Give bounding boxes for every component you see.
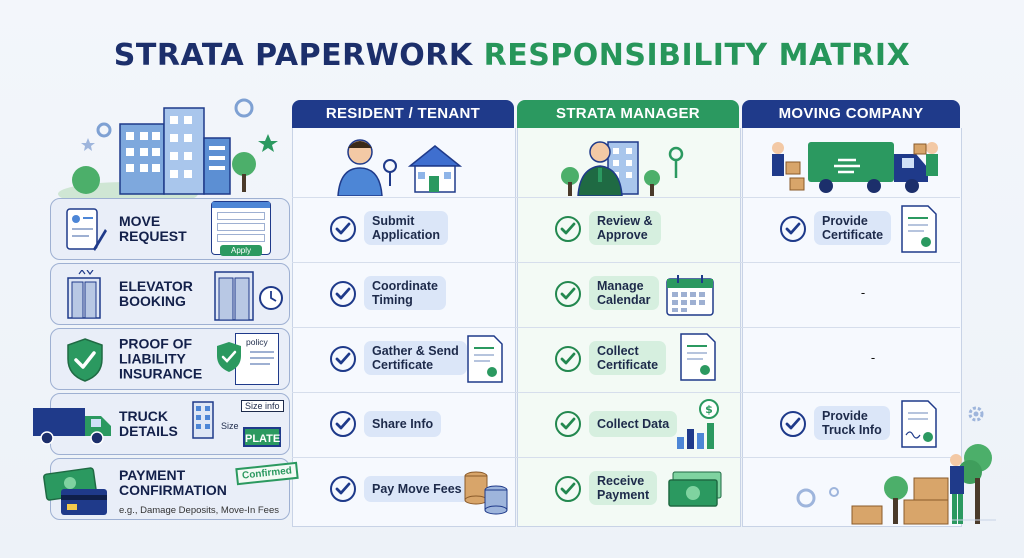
money-card-icon [43,467,107,515]
building-illustration-icon [58,98,278,198]
form-pen-icon [66,208,107,251]
title-part-1: STRATA PAPERWORK [113,38,473,73]
check-icon [555,216,581,242]
policy-document-icon: policy [235,333,279,385]
apply-button: Apply [220,245,262,256]
title-part-2: RESPONSIBILITY MATRIX [483,38,911,73]
size-info-label: Size info [241,400,284,412]
responsibility-chip: Collect Data [589,411,678,437]
confirmed-stamp: Confirmed [235,461,299,486]
row-label-subtitle: e.g., Damage Deposits, Move-In Fees [119,505,279,516]
row-label-line: PROOF OF [119,335,193,352]
svg-text:$: $ [705,403,713,416]
row-label-line: PAYMENT [119,467,186,483]
cell-manager-truck-details: Collect Data $ [517,393,739,455]
row-label-line: LIABILITY [119,350,186,367]
building-size-icon [192,401,214,439]
cash-bills-icon [668,471,722,507]
cell-manager-move-request: Review &Approve [517,198,739,260]
certificate-document-icon [680,333,716,381]
check-icon [780,411,806,437]
responsibility-chip: Pay Move Fees [364,476,470,502]
cell-resident-payment: Pay Move Fees [292,458,514,520]
shield-check-icon [67,338,103,382]
row-divider [292,197,960,198]
row-label-line: CONFIRMATION [119,482,227,498]
cell-resident-truck-details: Share Info [292,393,514,455]
responsibility-chip: Share Info [364,411,442,437]
row-label-line: ELEVATOR [119,278,193,294]
row-label-elevator-booking: ELEVATOR BOOKING [50,263,290,325]
manager-building-keys-icon [561,141,684,196]
row-label-line: BOOKING [119,293,186,309]
check-icon [330,216,356,242]
row-label-line: DETAILS [119,423,178,439]
check-icon [780,216,806,242]
column-header-moving-company: MOVING COMPANY [742,100,960,128]
certificate-document-icon [901,205,937,253]
not-applicable-dash: - [860,285,866,300]
check-icon [555,281,581,307]
row-label-line: MOVE [119,213,161,229]
page-title: STRATA PAPERWORK RESPONSIBILITY MATRIX [0,38,1024,73]
movers-trees-illustration-icon [796,444,996,525]
not-applicable-dash: - [870,350,876,365]
row-label-line: TRUCK [119,408,168,424]
cell-mover-liability-insurance: - [742,328,964,390]
column-header-strata-manager: STRATA MANAGER [517,100,739,128]
small-shield-icon [217,342,241,372]
certificate-document-icon [467,335,503,383]
row-label-truck-details: TRUCK DETAILS Size Size info PLATE [33,393,290,455]
check-icon [555,476,581,502]
elevator-icon [67,270,101,319]
cell-mover-elevator-booking: - [742,263,964,325]
truck-icon [33,408,111,445]
license-plate: PLATE [243,427,281,447]
size-label: Size [221,421,239,431]
moving-truck-movers-icon [772,142,938,193]
row-label-payment-confirmation: PAYMENT CONFIRMATION e.g., Damage Deposi… [43,458,299,520]
policy-label: policy [246,337,268,347]
resident-house-keys-icon [337,139,463,196]
check-icon [330,281,356,307]
bar-chart-dollar-icon: $ [677,399,719,449]
row-label-move-request: MOVE REQUEST Apply [50,198,290,260]
check-icon [330,346,356,372]
row-divider [292,327,960,328]
check-icon [330,476,356,502]
signed-document-icon [901,400,937,448]
responsibility-chip: Review &Approve [589,211,661,245]
calendar-icon [666,275,714,316]
check-icon [555,346,581,372]
row-label-line: INSURANCE [119,365,203,382]
coin-stack-icon [464,471,508,515]
row-divider [292,457,960,458]
check-icon [555,411,581,437]
row-divider [292,262,960,263]
row-label-liability-insurance: PROOF OF LIABILITY INSURANCE policy [50,328,290,390]
elevator-clock-icon [214,271,283,321]
check-icon [330,411,356,437]
gear-icon [968,406,984,422]
application-form-mockup: Apply [211,201,271,256]
column-header-resident: RESIDENT / TENANT [292,100,514,128]
row-divider [292,392,960,393]
row-label-line: REQUEST [119,228,187,244]
